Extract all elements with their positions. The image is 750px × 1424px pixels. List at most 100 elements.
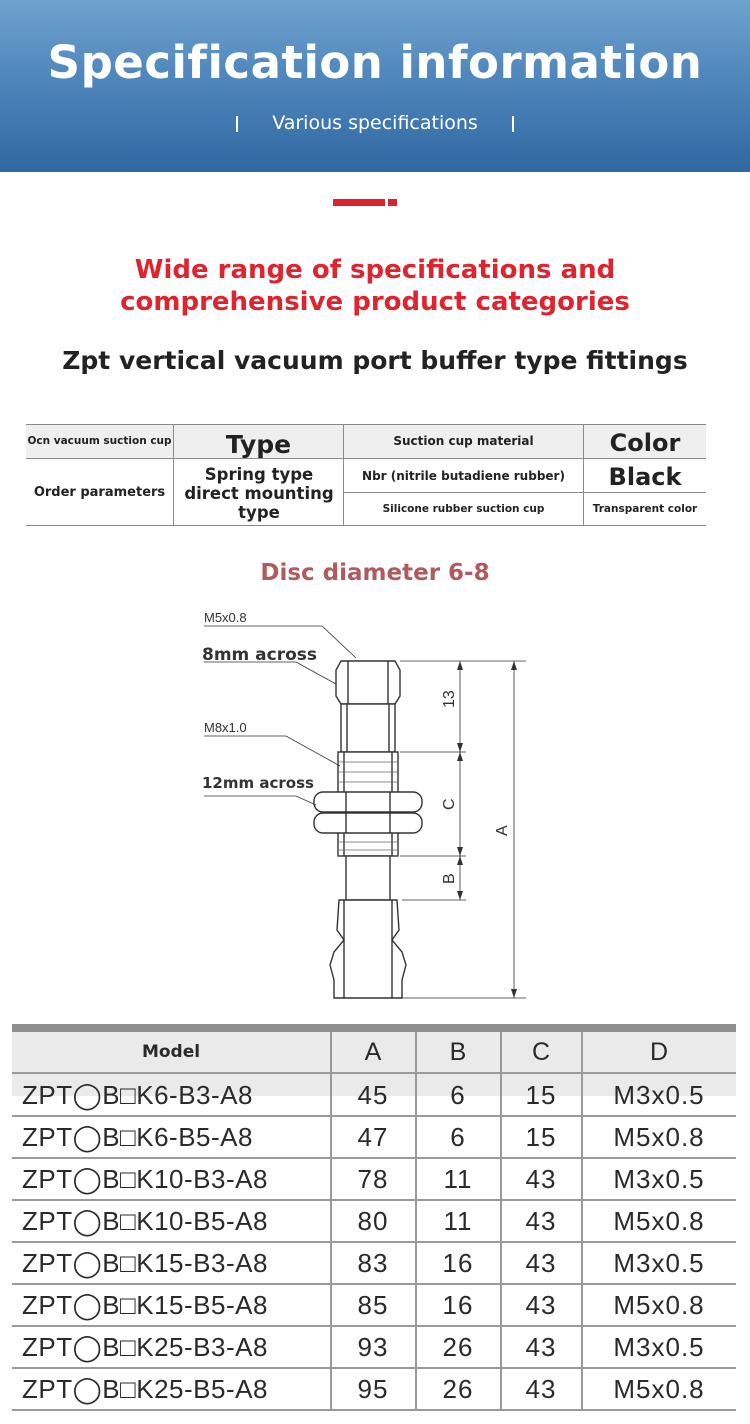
dimension-cell: M5x0.8	[613, 1289, 705, 1320]
param-material-nbr: Nbr (nitrile butadiene rubber)	[362, 468, 565, 483]
dimension-cell: 45	[357, 1079, 389, 1110]
row-divider	[12, 1283, 736, 1285]
divider-left	[236, 115, 239, 132]
param-label-cup: Ocn vacuum suction cup	[27, 435, 172, 447]
dim-label-c: C	[441, 798, 458, 810]
row-divider	[12, 1241, 736, 1243]
header-divider	[12, 1072, 736, 1074]
dimension-cell: 6	[450, 1079, 466, 1110]
dimension-cell: 43	[525, 1163, 557, 1194]
dimension-cell: M3x0.5	[613, 1331, 705, 1362]
dimension-cell: 80	[357, 1205, 389, 1236]
rule	[173, 424, 174, 526]
upper-shaft	[340, 703, 396, 753]
model-cell: ZPT◯B□K6-B3-A8	[22, 1079, 253, 1110]
page-title: Specification information	[47, 36, 703, 89]
dim-label-13: 13	[441, 690, 458, 708]
rule	[26, 525, 706, 526]
suction-cup	[329, 899, 407, 999]
dimension-cell: M5x0.8	[613, 1373, 705, 1404]
dimension-cell: 11	[443, 1205, 473, 1236]
dimension-cell: 15	[525, 1079, 557, 1110]
headline: Wide range of specifications and compreh…	[0, 254, 750, 318]
dimension-cell: 6	[450, 1121, 466, 1152]
model-cell: ZPT◯B□K25-B5-A8	[22, 1373, 268, 1404]
param-header-color: Color	[609, 429, 681, 457]
param-header-type: Type	[225, 429, 292, 459]
product-subheading: Zpt vertical vacuum port buffer type fit…	[62, 346, 688, 375]
column-divider	[415, 1032, 417, 1410]
param-material-silicone: Silicone rubber suction cup	[382, 503, 545, 515]
model-cell: ZPT◯B□K10-B5-A8	[22, 1205, 268, 1236]
headline-line-1: Wide range of specifications and	[134, 255, 616, 285]
table-header-cell: Model	[141, 1042, 201, 1062]
table-top-bar	[12, 1024, 736, 1032]
table-header-cell: C	[531, 1037, 551, 1066]
dimension-cell: 15	[525, 1121, 557, 1152]
param-label-order: Order parameters	[33, 484, 166, 500]
model-cell: ZPT◯B□K10-B3-A8	[22, 1163, 268, 1194]
dimension-cell: 16	[442, 1289, 474, 1320]
row-divider	[12, 1115, 736, 1117]
rule	[583, 424, 584, 526]
label-thread-mid: M8x1.0	[204, 720, 247, 735]
label-across-top: 8mm across	[202, 645, 317, 665]
dimension-cell: M5x0.8	[613, 1205, 705, 1236]
param-header-bg	[26, 424, 706, 458]
dimension-cell: 11	[443, 1163, 473, 1194]
rule	[343, 424, 344, 526]
dimension-cell: 78	[357, 1163, 389, 1194]
dimension-cell: 43	[525, 1205, 557, 1236]
dimension-cell: 47	[357, 1121, 389, 1152]
dimension-cell: 43	[525, 1373, 557, 1404]
header-banner: Specification information Various specif…	[0, 0, 750, 172]
param-color-transparent: Transparent color	[592, 502, 698, 515]
rule	[343, 492, 706, 493]
lock-nut-lower	[313, 812, 423, 834]
rule	[26, 458, 706, 459]
dim-label-b: B	[441, 873, 458, 884]
fitting-dimension-diagram: M5x0.8 8mm across M8x1.0 12mm across 13 …	[202, 610, 526, 999]
column-divider	[330, 1032, 332, 1410]
dimension-cell: 95	[357, 1373, 389, 1404]
dimension-cell: 26	[442, 1373, 474, 1404]
model-cell: ZPT◯B□K15-B3-A8	[22, 1247, 268, 1278]
table-header-bg	[12, 1032, 736, 1096]
dimension-cell: M3x0.5	[613, 1247, 705, 1278]
banner-subtitle: Various specifications	[272, 112, 478, 134]
label-thread-top: M5x0.8	[204, 610, 247, 625]
headline-line-2: comprehensive product categories	[120, 287, 630, 317]
row-divider	[12, 1157, 736, 1159]
accent-bar-dot	[388, 199, 397, 206]
column-divider	[500, 1032, 502, 1410]
lock-nut-upper	[313, 791, 423, 813]
model-cell: ZPT◯B□K25-B3-A8	[22, 1331, 268, 1362]
dimension-cell: 16	[442, 1247, 474, 1278]
rule	[26, 424, 706, 425]
table-header-cell: D	[649, 1037, 669, 1066]
dim-label-a: A	[494, 825, 511, 836]
label-across-mid: 12mm across	[202, 774, 314, 792]
banner-subtitle-row: Various specifications	[0, 112, 750, 134]
row-divider	[12, 1199, 736, 1201]
row-divider	[12, 1325, 736, 1327]
dimension-cell: 85	[357, 1289, 389, 1320]
top-hex-nut	[335, 660, 401, 705]
dimension-cell: 83	[357, 1247, 389, 1278]
row-divider	[12, 1409, 736, 1411]
param-type-value: Spring type direct mounting type	[184, 464, 334, 522]
dimension-cell: M3x0.5	[613, 1163, 705, 1194]
model-cell: ZPT◯B□K15-B5-A8	[22, 1289, 268, 1320]
disc-diameter-title: Disc diameter 6-8	[260, 560, 490, 586]
dimension-cell: M5x0.8	[613, 1121, 705, 1152]
model-cell: ZPT◯B□K6-B5-A8	[22, 1121, 253, 1152]
param-color-black: Black	[608, 463, 682, 491]
param-header-material: Suction cup material	[393, 434, 534, 448]
dimension-cell: 43	[525, 1289, 557, 1320]
column-divider	[581, 1032, 583, 1410]
table-header-cell: B	[449, 1037, 467, 1066]
order-parameter-table: Ocn vacuum suction cup Type Suction cup …	[26, 424, 706, 526]
divider-right	[511, 115, 514, 132]
lower-rod	[345, 855, 391, 901]
